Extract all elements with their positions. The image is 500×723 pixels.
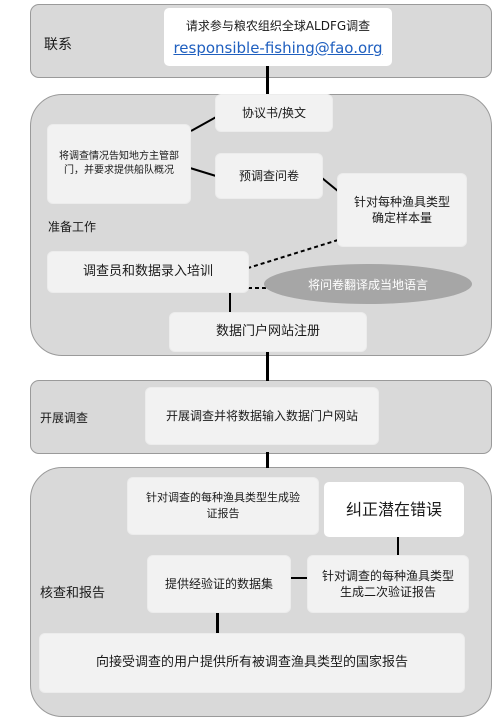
connector-verified-report (216, 612, 219, 634)
training-box: 调查员和数据录入培训 (48, 252, 248, 292)
pre-survey-box: 预调查问卷 (216, 154, 322, 198)
stage-label-contact: 联系 (44, 37, 72, 53)
contact-request-box: 请求参与粮农组织全球ALDFG调查 responsible-fishing@fa… (164, 8, 392, 66)
connector-contact-agreement (266, 66, 269, 94)
verification-report-box: 针对调查的每种渔具类型生成验证报告 (128, 478, 318, 534)
contact-email-link[interactable]: responsible-fishing@fao.org (173, 39, 383, 57)
stage-label-prep: 准备工作 (48, 220, 97, 234)
second-verification-report-box: 针对调查的每种渔具类型生成二次验证报告 (308, 556, 468, 612)
notify-authorities-box: 将调查情况告知地方主管部门，并要求提供船队概况 (48, 125, 190, 203)
translate-questionnaire-ellipse: 将问卷翻译成当地语言 (264, 264, 472, 304)
conduct-survey-box: 开展调查并将数据输入数据门户网站 (146, 388, 378, 444)
stage-label-survey: 开展调查 (40, 411, 89, 425)
contact-request-text: 请求参与粮农组织全球ALDFG调查 (185, 19, 371, 33)
connector-survey-verify (266, 452, 269, 468)
stage-label-verify: 核查和报告 (40, 586, 106, 601)
correct-errors-box: 纠正潜在错误 (324, 482, 464, 537)
sample-size-box: 针对每种渔具类型确定样本量 (338, 174, 466, 246)
portal-registration-box: 数据门户网站注册 (170, 313, 366, 351)
verified-dataset-box: 提供经验证的数据集 (148, 556, 290, 612)
connector-portal-survey (266, 351, 269, 381)
agreement-box: 协议书/换文 (216, 95, 332, 131)
national-report-box: 向接受调查的用户提供所有被调查渔具类型的国家报告 (40, 634, 464, 692)
